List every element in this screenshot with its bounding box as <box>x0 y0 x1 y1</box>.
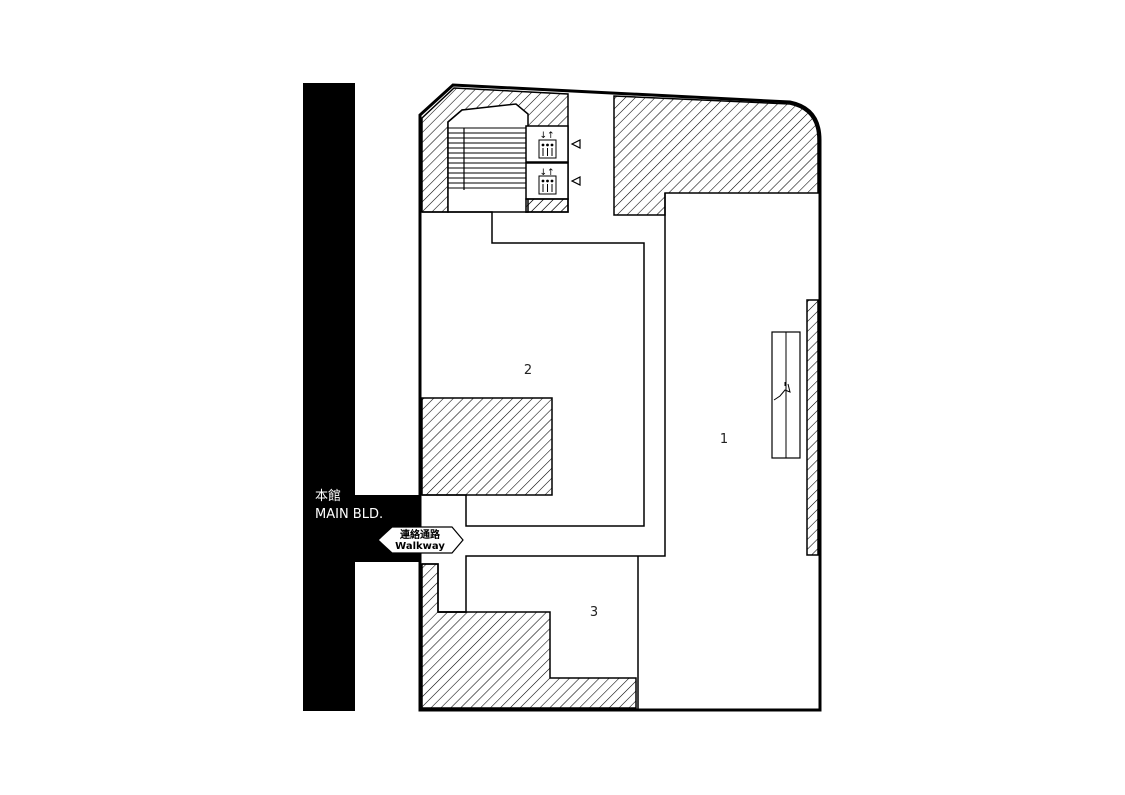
elevator-hatch-bottom <box>525 198 569 213</box>
room-label-2: 2 <box>524 363 532 378</box>
staircase <box>448 127 528 190</box>
person-icon <box>773 382 791 401</box>
corridor-outline <box>422 211 645 527</box>
main-building-label-en: MAIN BLD. <box>315 507 383 522</box>
elevator-door-arrow-icon <box>570 176 581 186</box>
walkway-sign <box>377 526 464 554</box>
room-label-3: 3 <box>590 605 598 620</box>
svg-text:↓↑: ↓↑ <box>539 131 554 141</box>
building-outline <box>418 83 822 712</box>
main-building-block <box>303 83 355 711</box>
main-building-label-jp: 本館 <box>315 489 341 504</box>
walkway-label-jp: 連絡通路 <box>400 528 441 541</box>
walkway-side-wall <box>422 563 466 613</box>
elevator-icon-2: ↓↑ <box>538 168 557 195</box>
right-wall-hatched <box>806 299 819 556</box>
elevator-icon-1: ↓↑ <box>538 131 557 159</box>
room-label-1: 1 <box>720 432 728 447</box>
room-2-core-hatched <box>421 397 553 496</box>
walkway-label-en: Walkway <box>395 541 445 552</box>
svg-text:↓↑: ↓↑ <box>539 168 554 178</box>
elevator-door-arrow-icon <box>570 139 581 149</box>
